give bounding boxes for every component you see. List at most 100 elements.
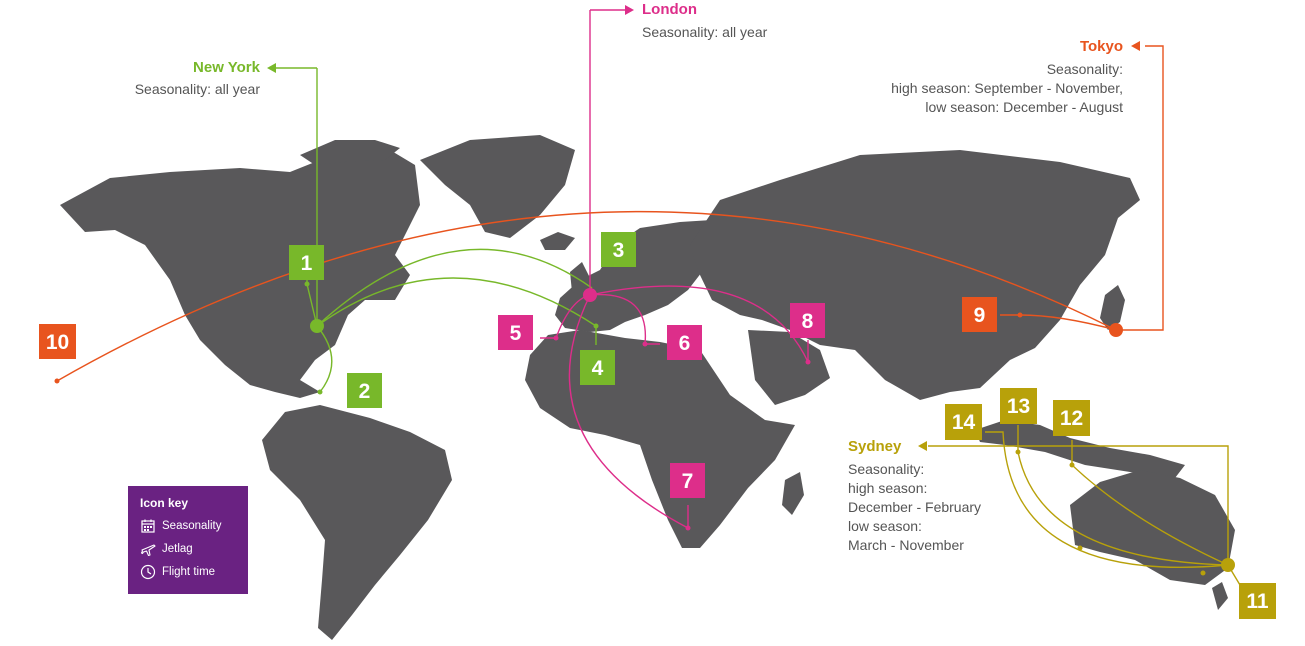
svg-text:10: 10: [46, 331, 69, 354]
legend-item-flight-time: Flight time: [140, 564, 236, 580]
legend-item-jetlag: Jetlag: [140, 541, 236, 557]
tokyo-info-line-3: low season: December - August: [925, 99, 1123, 115]
leader-arrows: [267, 5, 1140, 451]
arctic-islands: [300, 140, 400, 165]
japan: [1100, 285, 1125, 330]
sydney-info-line-5: March - November: [848, 537, 964, 553]
tokyo-callout: Tokyo Seasonality: high season: Septembe…: [891, 38, 1123, 115]
tokyo-dot: [1109, 323, 1123, 337]
marker-11[interactable]: 11: [1239, 583, 1276, 619]
svg-text:12: 12: [1060, 407, 1083, 430]
sydney-info-line-3: December - February: [848, 499, 981, 515]
north-america: [60, 150, 420, 398]
route-ny-3: [316, 248, 593, 327]
dest-dot-11: [1200, 570, 1206, 576]
svg-text:9: 9: [974, 304, 986, 327]
marker-1[interactable]: 1: [289, 245, 324, 280]
svg-text:14: 14: [952, 411, 976, 434]
sydney-info-line-2: high season:: [848, 480, 927, 496]
marker-13[interactable]: 13: [1000, 388, 1037, 424]
route-london-8: [589, 285, 809, 363]
marker-8[interactable]: 8: [790, 303, 825, 338]
new-york-seasonality: Seasonality: all year: [135, 81, 261, 97]
marker-12[interactable]: 12: [1053, 400, 1090, 436]
marker-5[interactable]: 5: [498, 315, 533, 350]
dest-dot-9: [1017, 312, 1023, 318]
route-ny-4: [316, 277, 597, 345]
sydney-info-line-1: Seasonality:: [848, 461, 924, 477]
routes: [56, 10, 1241, 586]
legend-title: Icon key: [140, 496, 189, 510]
london-seasonality: Seasonality: all year: [642, 24, 768, 40]
london-callout: London Seasonality: all year: [642, 1, 768, 40]
legend-label-flight-time: Flight time: [162, 566, 216, 578]
sydney-callout: Sydney Seasonality: high season: Decembe…: [848, 438, 981, 553]
marker-10[interactable]: 10: [39, 324, 76, 359]
marker-3[interactable]: 3: [601, 232, 636, 267]
marker-6[interactable]: 6: [667, 325, 702, 360]
new-york-dot: [310, 319, 324, 333]
arabia: [748, 330, 830, 405]
marker-7[interactable]: 7: [670, 463, 705, 498]
tokyo-arrow: [1131, 41, 1140, 51]
marker-9[interactable]: 9: [962, 297, 997, 332]
route-ny-2: [316, 325, 333, 393]
dest-dot-2: [317, 389, 323, 395]
dest-dot-13: [1015, 449, 1021, 455]
madagascar: [782, 472, 804, 515]
new-york-callout: New York Seasonality: all year: [135, 59, 261, 97]
svg-text:4: 4: [592, 357, 604, 380]
tokyo-info-line-1: Seasonality:: [1047, 61, 1123, 77]
uk: [570, 262, 590, 295]
ny-arrow: [267, 63, 276, 73]
dest-dot-5: [553, 335, 559, 341]
route-tokyo-10: [56, 211, 1117, 382]
dest-dot-12: [1069, 462, 1075, 468]
tokyo-info-line-2: high season: September - November,: [891, 80, 1123, 96]
dest-dot-8: [805, 359, 811, 365]
dest-dot-6: [642, 341, 648, 347]
svg-text:6: 6: [679, 332, 691, 355]
tokyo-leader: [1116, 45, 1164, 331]
australia: [1070, 470, 1235, 585]
legend-label-seasonality: Seasonality: [162, 520, 222, 532]
route-london-6: [589, 293, 660, 345]
legend-label-jetlag: Jetlag: [162, 543, 193, 555]
south-america: [262, 405, 452, 640]
sydney-routes: [928, 425, 1241, 586]
asia: [690, 150, 1140, 400]
tokyo-title: Tokyo: [1080, 38, 1123, 55]
svg-text:3: 3: [613, 239, 625, 262]
new-zealand: [1212, 582, 1228, 610]
dest-dot-10: [54, 378, 60, 384]
marker-14[interactable]: 14: [945, 404, 982, 440]
svg-text:11: 11: [1246, 590, 1269, 613]
sydney-info-line-4: low season:: [848, 518, 922, 534]
svg-text:1: 1: [301, 252, 313, 275]
sydney-dot: [1221, 558, 1235, 572]
sea-islands: [975, 420, 1185, 478]
svg-text:8: 8: [802, 310, 814, 333]
dest-dot-14: [1077, 545, 1083, 551]
new-york-title: New York: [193, 59, 261, 76]
route-london-7: [568, 294, 689, 530]
legend-item-seasonality: Seasonality: [140, 518, 236, 534]
marker-4[interactable]: 4: [580, 350, 615, 385]
numbered-markers: 1 2 3 4 5 6 7 8 9 10 11 12 13 14: [39, 232, 1276, 619]
dest-dot-4: [593, 323, 599, 329]
london-title: London: [642, 1, 697, 18]
svg-text:5: 5: [510, 322, 522, 345]
clock-icon: [140, 564, 156, 580]
iceland: [540, 232, 575, 250]
greenland: [420, 135, 575, 238]
london-arrow: [625, 5, 634, 15]
dest-dot-7: [685, 525, 691, 531]
dest-dot-1: [304, 281, 310, 287]
london-dot: [583, 288, 597, 302]
svg-text:13: 13: [1007, 395, 1030, 418]
marker-2[interactable]: 2: [347, 373, 382, 408]
europe: [555, 220, 725, 332]
plane-icon: [140, 541, 156, 557]
sydney-arrow: [918, 441, 927, 451]
